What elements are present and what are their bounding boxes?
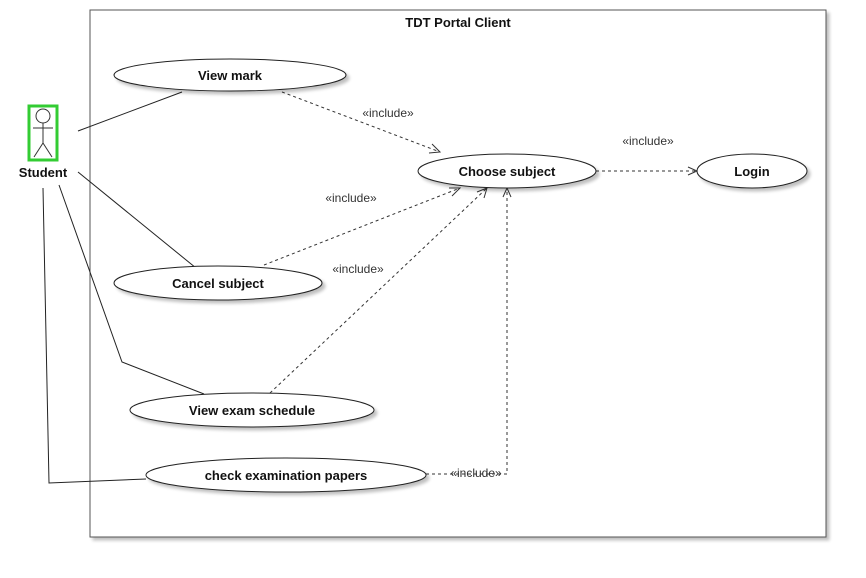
include-dependencies bbox=[263, 91, 697, 475]
include-check-papers-to-choose-subject bbox=[426, 188, 508, 475]
include-label-view-exam-schedule: «include» bbox=[332, 262, 384, 276]
use-case-view-exam-schedule[interactable]: View exam schedule bbox=[129, 392, 375, 428]
association-cancel-subject bbox=[77, 171, 197, 269]
actor-student[interactable]: Student bbox=[19, 104, 68, 180]
use-case-label: Cancel subject bbox=[172, 276, 264, 291]
use-case-choose-subject[interactable]: Choose subject bbox=[417, 153, 597, 189]
include-view-mark-to-choose-subject bbox=[281, 91, 441, 153]
use-case-label: Choose subject bbox=[459, 164, 556, 179]
associations bbox=[42, 91, 205, 484]
use-case-label: View exam schedule bbox=[189, 403, 315, 418]
association-check-examination-papers bbox=[42, 187, 147, 484]
use-case-cancel-subject[interactable]: Cancel subject bbox=[113, 265, 323, 301]
arrowhead-view-mark bbox=[428, 143, 442, 154]
arrowhead-cancel-subject bbox=[449, 187, 462, 197]
use-case-check-examination-papers[interactable]: check examination papers bbox=[145, 457, 427, 493]
use-case-view-mark[interactable]: View mark bbox=[113, 58, 347, 92]
include-label-login: «include» bbox=[622, 134, 674, 148]
include-label-cancel-subject: «include» bbox=[325, 191, 377, 205]
system-title: TDT Portal Client bbox=[405, 15, 511, 30]
use-case-label: Login bbox=[734, 164, 769, 179]
include-cancel-subject-to-choose-subject bbox=[263, 187, 461, 266]
association-view-exam-schedule bbox=[58, 184, 205, 395]
use-case-login[interactable]: Login bbox=[696, 153, 808, 189]
include-view-exam-schedule-to-choose-subject bbox=[269, 187, 488, 394]
association-view-mark bbox=[77, 91, 183, 132]
use-case-label: View mark bbox=[198, 68, 263, 83]
include-label-check-papers: «include» bbox=[450, 466, 502, 480]
use-case-label: check examination papers bbox=[205, 468, 368, 483]
actor-selection-highlight bbox=[27, 104, 59, 162]
actor-name: Student bbox=[19, 165, 68, 180]
stick-figure-icon bbox=[33, 108, 53, 158]
include-label-view-mark: «include» bbox=[362, 106, 414, 120]
